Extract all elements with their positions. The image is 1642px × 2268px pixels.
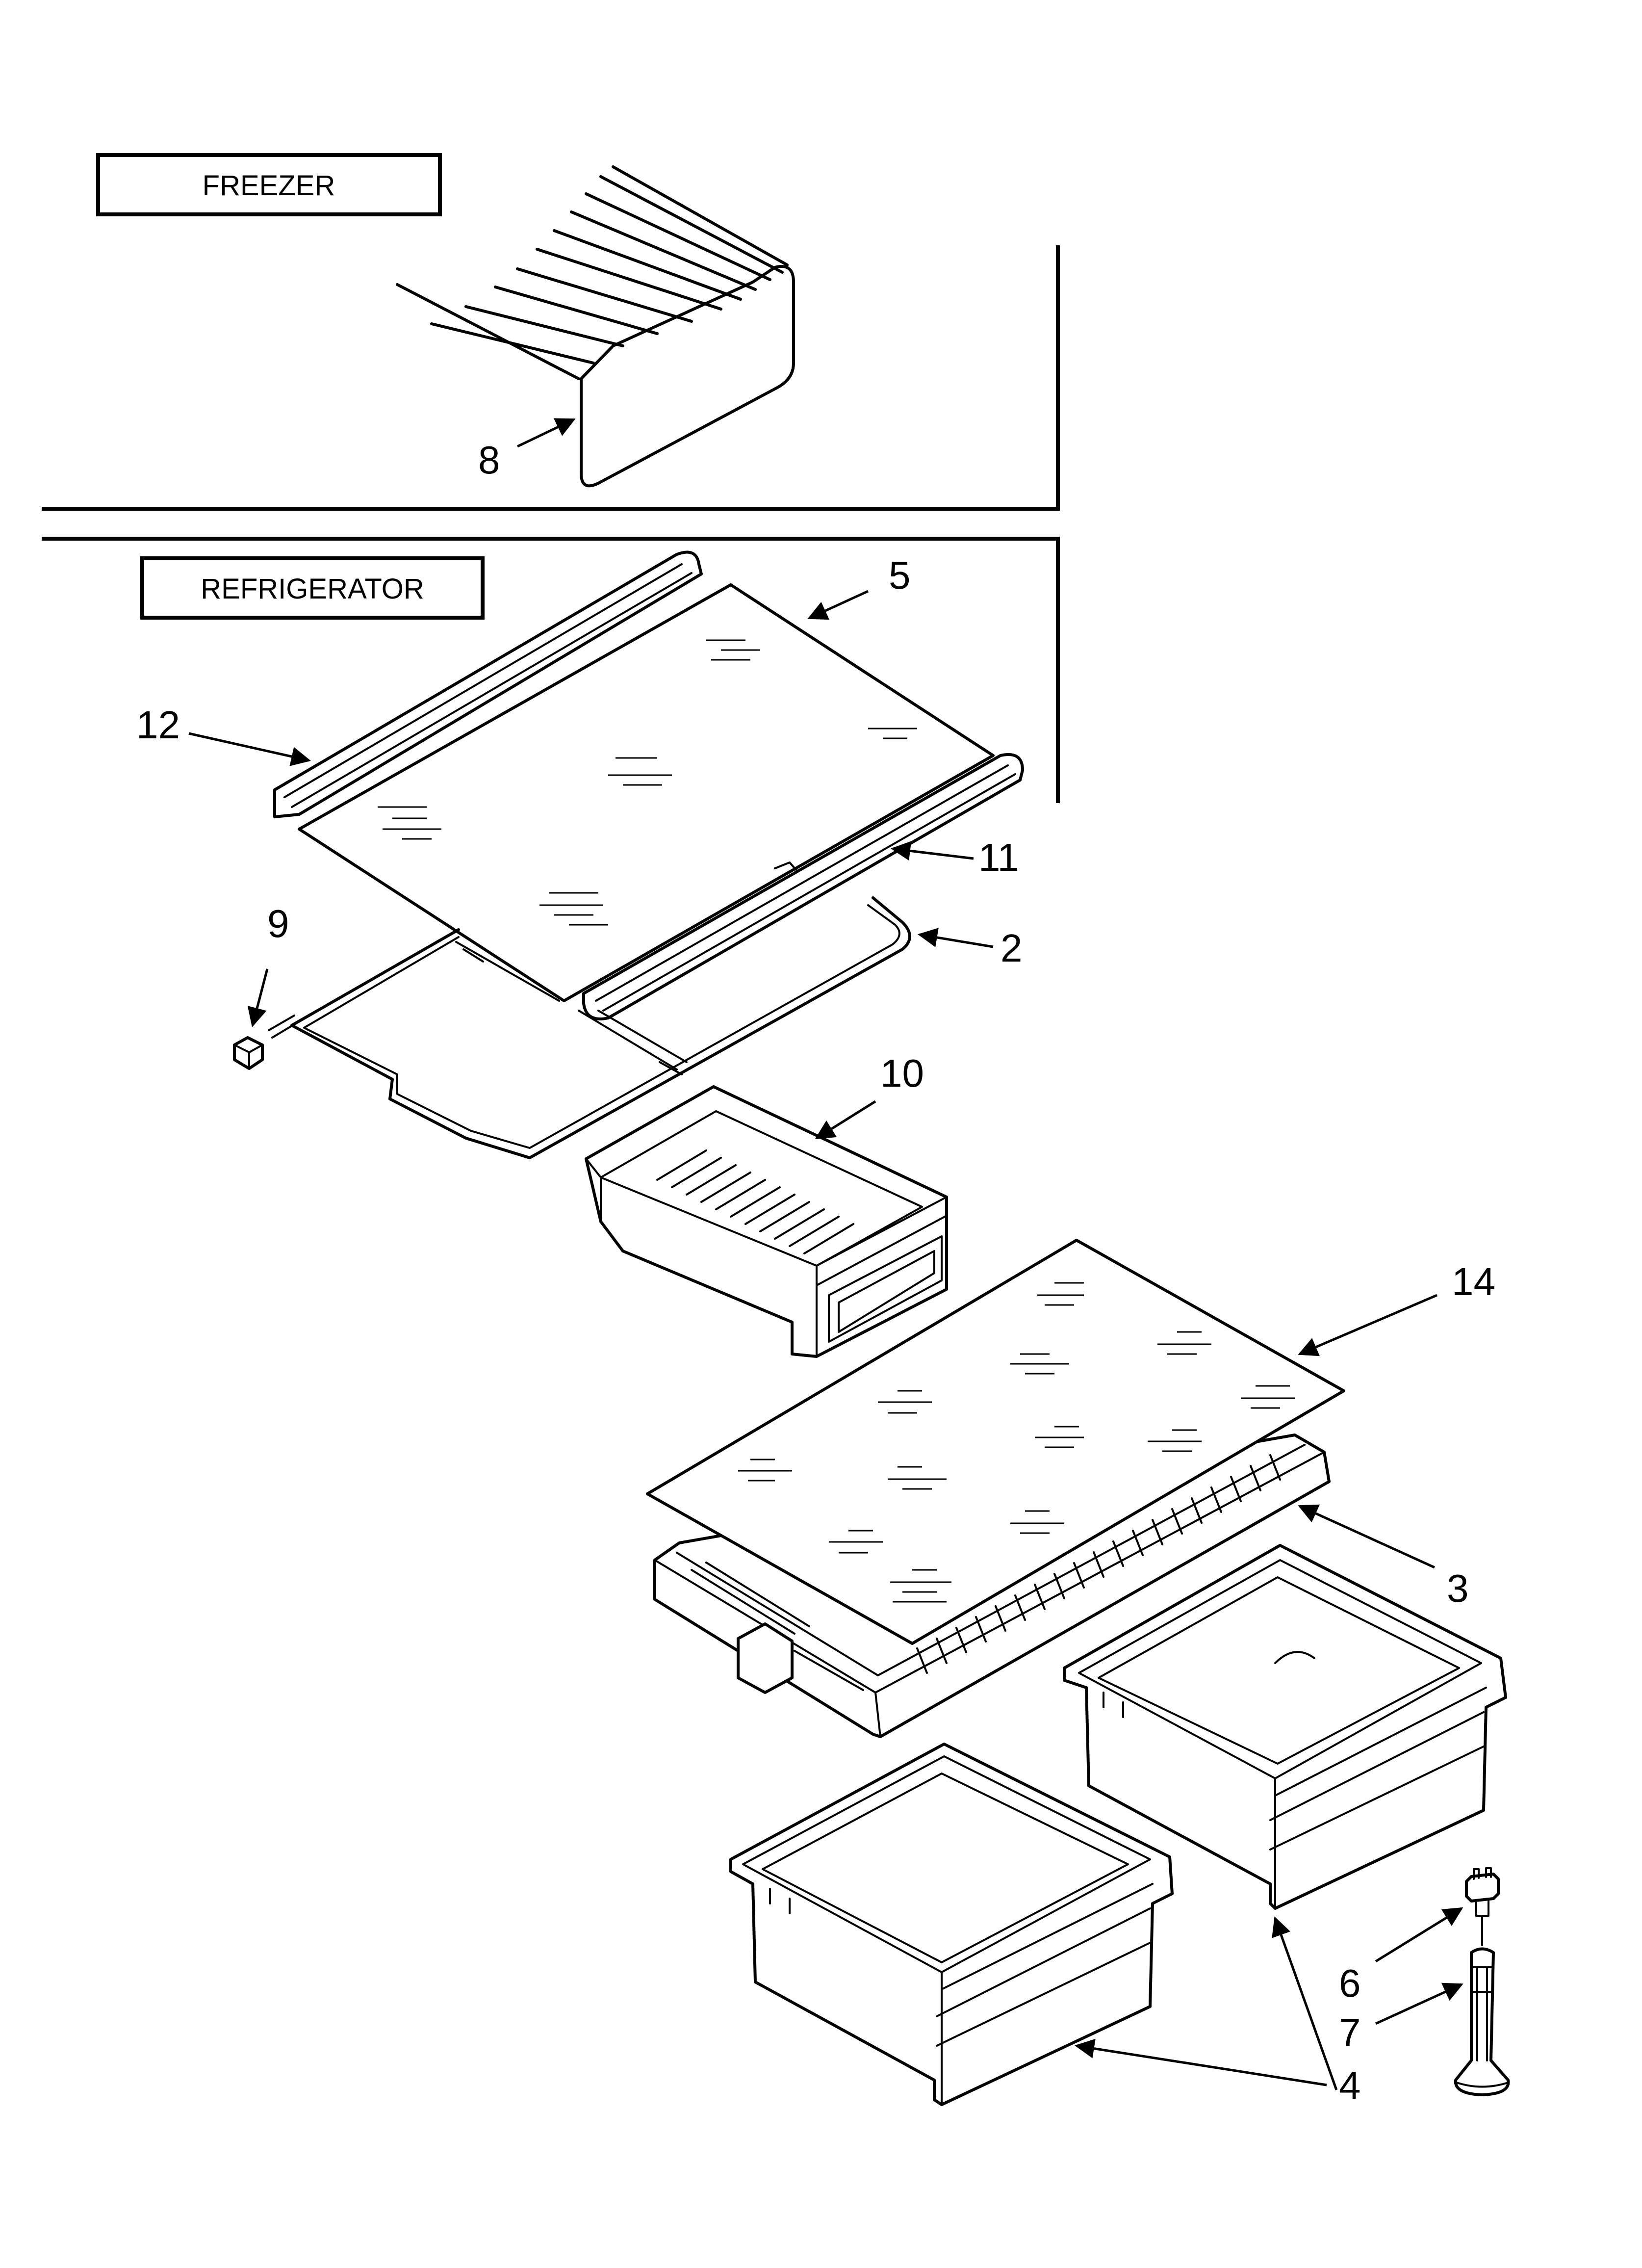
callout-8: 8 <box>478 438 500 482</box>
refrigerator-label-box: REFRIGERATOR <box>140 556 485 620</box>
front-shelf-trim <box>582 753 1024 1020</box>
refrigerator-section-frame <box>42 537 1060 803</box>
callout-12: 12 <box>136 703 180 747</box>
callout-6: 6 <box>1339 1961 1361 2005</box>
lower-glass-shelf <box>646 1239 1345 1645</box>
crisper-drawer-left <box>729 1743 1174 2106</box>
callout-10: 10 <box>880 1051 924 1095</box>
freezer-section-frame <box>42 245 1060 511</box>
callout-numbers: 8 5 12 11 9 2 10 14 3 6 7 4 <box>136 438 1495 2107</box>
crisper-drawer-right <box>1063 1544 1507 1910</box>
callout-2: 2 <box>1001 926 1023 970</box>
freezer-label-box: FREEZER <box>96 153 442 216</box>
meat-drawer <box>585 1085 948 1358</box>
callout-7: 7 <box>1339 2010 1361 2054</box>
leader-lines <box>188 418 1463 2090</box>
leveling-foot-assembly <box>1454 1867 1510 2096</box>
shelf-end-cap <box>233 1015 298 1070</box>
rear-shelf-trim <box>273 550 703 818</box>
callout-9: 9 <box>267 902 289 945</box>
callout-3: 3 <box>1447 1566 1469 1610</box>
callout-14: 14 <box>1452 1260 1495 1303</box>
freezer-wire-shelf <box>396 165 795 488</box>
refrigerator-label: REFRIGERATOR <box>201 573 424 605</box>
upper-glass-shelf <box>298 583 995 1002</box>
freezer-label: FREEZER <box>203 170 335 202</box>
callout-5: 5 <box>889 553 911 597</box>
shelf-frame <box>290 896 911 1159</box>
callout-4: 4 <box>1339 2063 1361 2107</box>
callout-11: 11 <box>978 835 1019 879</box>
